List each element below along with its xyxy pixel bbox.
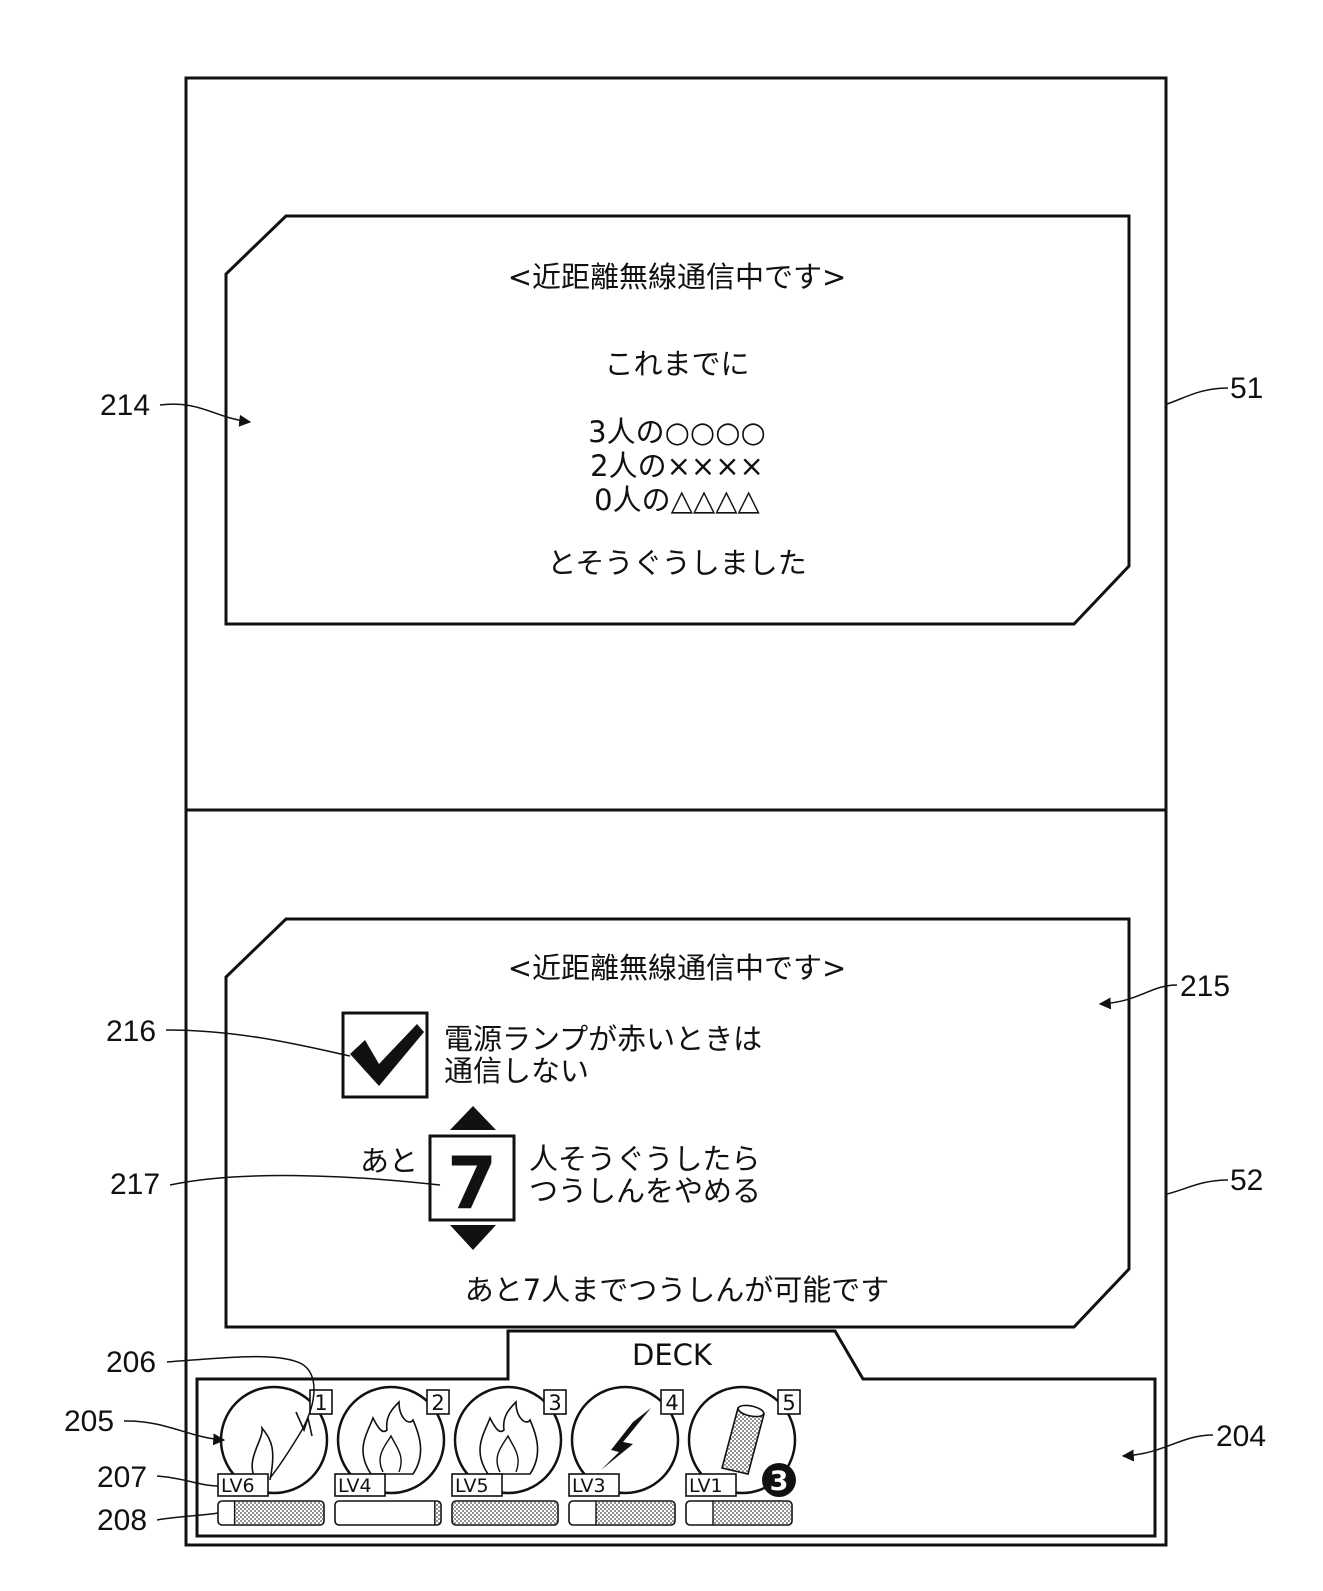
deck-card-2[interactable]: 2LV4 bbox=[335, 1387, 449, 1525]
counter-value: 7 bbox=[447, 1141, 497, 1225]
leader-204 bbox=[1123, 1435, 1213, 1456]
top-outro: とそうぐうしました bbox=[547, 546, 807, 580]
leader-51 bbox=[1167, 388, 1228, 404]
checkbox-label-line1: 電源ランプが赤いときは bbox=[444, 1022, 762, 1056]
deck: DECK 1LV62LV43LV54LV35LV13 bbox=[197, 1331, 1155, 1536]
card-level: LV6 bbox=[221, 1475, 255, 1497]
leader-52 bbox=[1167, 1180, 1228, 1194]
top-intro: これまでに bbox=[604, 347, 749, 381]
ref-215: 215 bbox=[1180, 970, 1230, 1003]
ref-206: 206 bbox=[106, 1346, 156, 1379]
leader-205 bbox=[124, 1421, 224, 1440]
bottom-title: <近距離無線通信中です> bbox=[508, 951, 847, 985]
ref-204: 204 bbox=[1216, 1420, 1266, 1453]
card-number: 2 bbox=[431, 1391, 444, 1415]
ref-217: 217 bbox=[110, 1168, 160, 1201]
top-title: <近距離無線通信中です> bbox=[508, 260, 847, 294]
ref-51: 51 bbox=[1230, 372, 1263, 405]
ref-214: 214 bbox=[100, 389, 150, 422]
top-screen: <近距離無線通信中です> これまでに 3人の○○○○ 2人の×××× 0人の△△… bbox=[226, 216, 1129, 624]
deck-card-3[interactable]: 3LV5 bbox=[452, 1387, 566, 1525]
card-level: LV3 bbox=[572, 1475, 606, 1497]
deck-card-5[interactable]: 5LV1 3 bbox=[686, 1387, 800, 1525]
card-gauge-fill bbox=[235, 1502, 323, 1524]
ref-205: 205 bbox=[64, 1405, 114, 1438]
card-level: LV1 bbox=[689, 1475, 723, 1497]
card-gauge-fill bbox=[435, 1502, 440, 1524]
counter-prefix: あと bbox=[360, 1144, 418, 1178]
power-lamp-checkbox[interactable] bbox=[343, 1013, 427, 1097]
card-number: 5 bbox=[782, 1391, 795, 1415]
leader-216 bbox=[166, 1030, 350, 1056]
card-number: 3 bbox=[548, 1391, 561, 1415]
ref-208: 208 bbox=[97, 1504, 147, 1537]
bottom-footer: あと7人までつうしんが可能です bbox=[465, 1273, 889, 1307]
encounter-line-1: 3人の○○○○ bbox=[588, 415, 766, 449]
deck-card-1[interactable]: 1LV6 bbox=[218, 1387, 332, 1525]
card-gauge-fill bbox=[713, 1502, 791, 1524]
deck-cards: 1LV62LV43LV54LV35LV13 bbox=[218, 1387, 800, 1525]
ref-216: 216 bbox=[106, 1015, 156, 1048]
ref-52: 52 bbox=[1230, 1164, 1263, 1197]
card-number: 4 bbox=[665, 1391, 678, 1415]
deck-tab-label: DECK bbox=[632, 1338, 713, 1372]
card-level: LV5 bbox=[455, 1475, 489, 1497]
deck-card-4[interactable]: 4LV3 bbox=[569, 1387, 683, 1525]
bottom-screen: <近距離無線通信中です> 電源ランプが赤いときは 通信しない あと 7 人そうぐ… bbox=[226, 919, 1129, 1327]
checkbox-label-line2: 通信しない bbox=[444, 1054, 589, 1088]
counter-suffix-line1: 人そうぐうしたら bbox=[529, 1142, 760, 1176]
encounter-line-3: 0人の△△△△ bbox=[594, 483, 760, 517]
counter-suffix-line2: つうしんをやめる bbox=[529, 1174, 761, 1208]
card-number: 1 bbox=[314, 1391, 327, 1415]
card-gauge bbox=[335, 1501, 441, 1525]
counter-up-arrow-icon[interactable] bbox=[450, 1106, 496, 1130]
ref-207: 207 bbox=[97, 1461, 147, 1494]
leader-214 bbox=[160, 404, 250, 422]
check-icon bbox=[350, 1024, 424, 1086]
card-gauge-fill bbox=[596, 1502, 674, 1524]
encounter-line-2: 2人の×××× bbox=[590, 449, 764, 483]
card-level: LV4 bbox=[338, 1475, 372, 1497]
card-count-badge-value: 3 bbox=[770, 1466, 789, 1497]
counter-down-arrow-icon[interactable] bbox=[450, 1225, 496, 1250]
card-gauge-fill bbox=[453, 1502, 557, 1524]
